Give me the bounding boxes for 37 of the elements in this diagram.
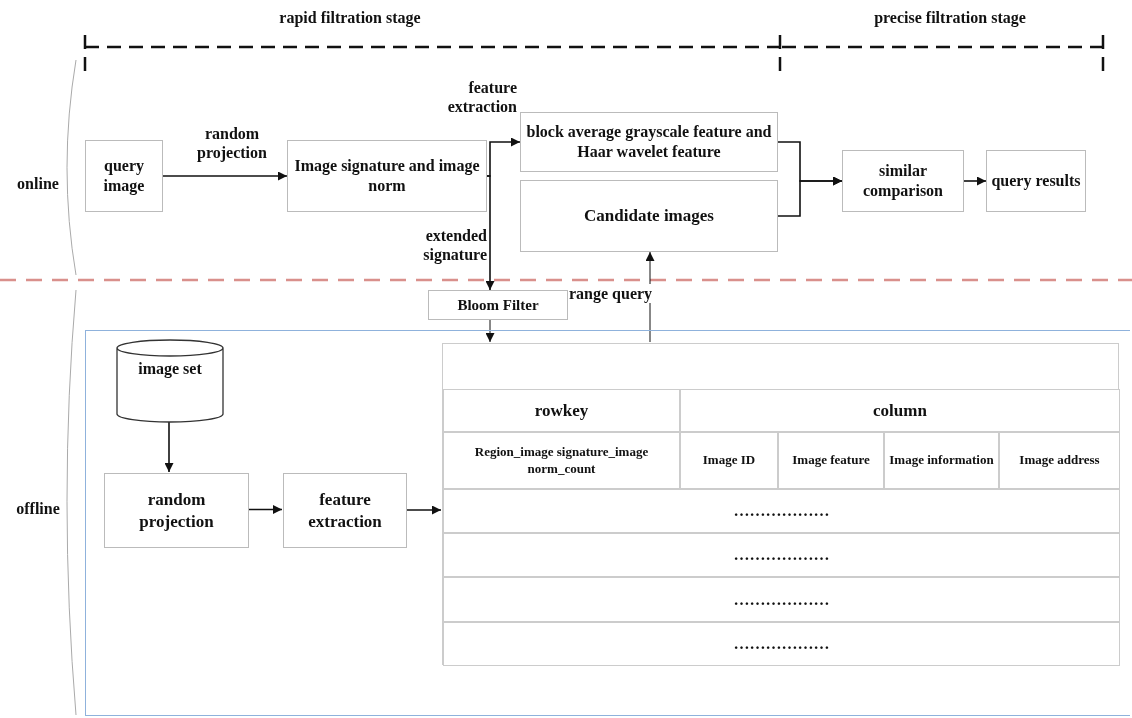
stage-label: precise filtration stage [873,8,1027,28]
arrow [963,176,987,186]
table-cell: ……………… [443,533,1120,577]
process-box: random projection [104,473,249,548]
container-panel [85,330,1130,716]
table [442,343,1119,665]
arrow [247,505,283,514]
table-cell: rowkey [443,389,680,432]
stage-label: rapid filtration stage [278,8,422,28]
table-cell: Image address [999,432,1120,489]
process-box: Bloom Filter [428,290,568,320]
process-box: query image [85,140,163,212]
arrow [485,175,495,291]
table-cell: ……………… [443,577,1120,622]
section-label: offline [15,499,61,519]
table-cell: column [680,389,1120,432]
table-cell: Image ID [680,432,778,489]
process-box: Candidate images [520,180,778,252]
arrow [485,319,495,343]
table-cell: Region_image signature_image norm_count [443,432,680,489]
process-box: query results [986,150,1086,212]
arrow [777,176,843,217]
arrow [164,421,174,473]
edge-label: range query [568,284,654,304]
process-box: block average grayscale feature and Haar wavelet feature [520,112,778,172]
arrow [162,171,288,181]
arrow [405,505,442,515]
table-cell: Image information [884,432,999,489]
arrow [486,137,521,177]
table-cell: ……………… [443,489,1120,533]
section-label: online [16,174,60,194]
table-cell: ……………… [443,622,1120,666]
process-box: similar comparison [842,150,964,212]
database-cylinder: image set [116,339,224,423]
process-box: feature extraction [283,473,407,548]
table-cell: Image feature [778,432,884,489]
process-box: Image signature and image norm [287,140,487,212]
